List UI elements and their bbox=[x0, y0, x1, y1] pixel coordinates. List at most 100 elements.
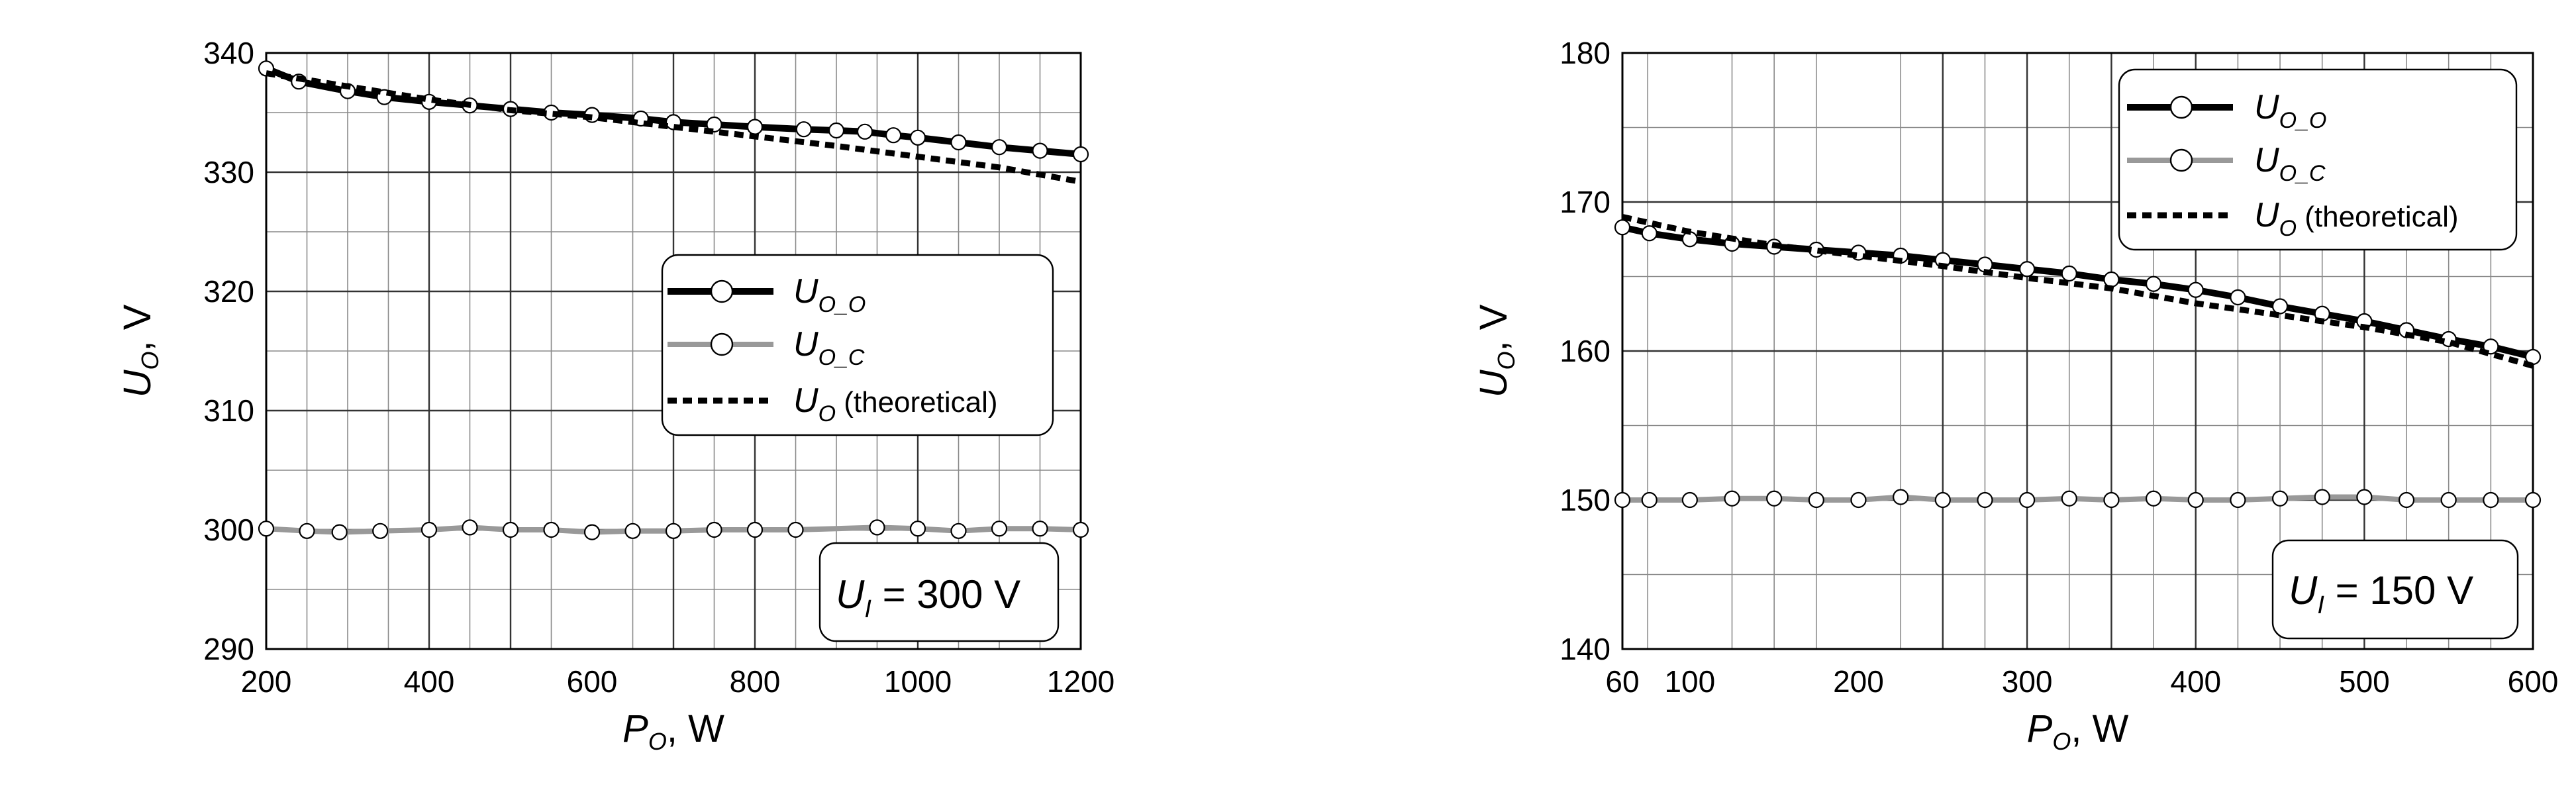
data-point-oo bbox=[828, 122, 845, 139]
data-point-oc bbox=[1893, 489, 1909, 505]
data-point-oc bbox=[746, 521, 764, 538]
x-tick-label: 1200 bbox=[1047, 664, 1115, 699]
legend-label-oo: UO_O bbox=[2254, 88, 2326, 133]
legend-box bbox=[661, 254, 1054, 436]
data-point-oc bbox=[2145, 490, 2162, 507]
y-tick-label: 330 bbox=[203, 155, 254, 189]
data-point-oc bbox=[2398, 491, 2415, 509]
data-point-oc bbox=[1766, 490, 1783, 507]
x-tick-label: 600 bbox=[567, 664, 618, 699]
plot-frame bbox=[265, 52, 1082, 650]
x-tick-label: 500 bbox=[2339, 664, 2390, 699]
data-point-oo bbox=[909, 129, 926, 146]
x-tick-label: 200 bbox=[241, 664, 292, 699]
data-point-oo bbox=[2019, 261, 2036, 277]
series-line-oc bbox=[1622, 494, 2533, 503]
x-tick-label: 1000 bbox=[884, 664, 952, 699]
data-point-oc bbox=[2019, 491, 2036, 509]
data-point-oo bbox=[950, 134, 967, 151]
annotation-box bbox=[2271, 539, 2519, 640]
data-point-oo bbox=[885, 127, 902, 144]
data-point-oo bbox=[706, 116, 722, 133]
legend-marker-oo bbox=[710, 279, 734, 303]
data-point-oc bbox=[991, 521, 1008, 537]
data-point-oo bbox=[1032, 142, 1048, 159]
data-point-oo bbox=[1614, 219, 1631, 236]
data-point-oo bbox=[1072, 146, 1089, 163]
annotation-box bbox=[818, 542, 1060, 642]
y-tick-label: 320 bbox=[203, 274, 254, 309]
data-point-oc bbox=[2440, 491, 2457, 509]
data-point-oc bbox=[421, 521, 438, 538]
legend-label-th: UO (theoretical) bbox=[2254, 196, 2459, 241]
legend-marker-oc bbox=[710, 332, 734, 356]
data-point-oc bbox=[624, 523, 641, 539]
y-tick-label: 340 bbox=[203, 36, 254, 70]
series-line-th bbox=[1622, 214, 2534, 369]
legend-label-oc: UO_C bbox=[2254, 141, 2326, 186]
data-point-oo bbox=[795, 121, 812, 138]
data-point-oc bbox=[2524, 491, 2542, 509]
x-tick-label: 200 bbox=[1833, 664, 1884, 699]
y-tick-label: 150 bbox=[1560, 483, 1610, 517]
data-point-oc bbox=[2103, 491, 2120, 509]
data-point-oc bbox=[583, 524, 601, 540]
x-tick-label: 400 bbox=[404, 664, 455, 699]
x-tick-label: 60 bbox=[1605, 664, 1639, 699]
data-point-oc bbox=[706, 521, 722, 538]
data-point-oc bbox=[543, 521, 560, 538]
legend-marker-oo bbox=[2169, 95, 2193, 119]
legend: UO_OUO_CUO (theoretical) bbox=[661, 254, 1054, 436]
data-point-oc bbox=[1934, 491, 1951, 509]
data-point-oc bbox=[2230, 491, 2246, 509]
data-point-oc bbox=[462, 519, 478, 536]
data-point-oc bbox=[1681, 491, 1698, 509]
legend-label-oo: UO_O bbox=[793, 272, 866, 317]
x-axis-label: PO, W bbox=[2027, 707, 2129, 755]
data-point-oc bbox=[869, 519, 885, 536]
data-point-oc bbox=[2061, 490, 2077, 507]
y-tick-label: 140 bbox=[1560, 632, 1610, 666]
annotation-text: UI = 300 V bbox=[836, 572, 1020, 623]
y-axis-label: UO, V bbox=[116, 304, 164, 397]
data-point-oo bbox=[2524, 348, 2542, 366]
series-oc bbox=[258, 519, 1089, 540]
data-point-oc bbox=[2483, 491, 2499, 509]
x-tick-label: 800 bbox=[730, 664, 781, 699]
x-axis-label: PO, W bbox=[622, 707, 724, 755]
data-point-oc bbox=[331, 524, 348, 540]
data-point-oc bbox=[950, 523, 967, 539]
series-th bbox=[266, 70, 1081, 185]
x-tick-label: 400 bbox=[2170, 664, 2221, 699]
data-point-oo bbox=[2187, 281, 2204, 298]
data-point-oc bbox=[1614, 491, 1631, 509]
data-point-oc bbox=[2271, 490, 2289, 507]
data-point-oo bbox=[856, 123, 873, 140]
legend-marker-oc bbox=[2169, 148, 2193, 172]
data-point-oc bbox=[372, 523, 389, 539]
legend-box bbox=[2118, 68, 2518, 251]
data-point-oc bbox=[1032, 521, 1048, 537]
data-point-oo bbox=[2230, 289, 2246, 306]
data-point-oo bbox=[2103, 271, 2120, 288]
data-point-oc bbox=[2356, 489, 2373, 505]
x-tick-label: 300 bbox=[2002, 664, 2053, 699]
data-point-oo bbox=[746, 119, 764, 135]
series-line-oo bbox=[265, 65, 1081, 158]
data-point-oc bbox=[258, 521, 275, 537]
data-point-oc bbox=[1072, 521, 1089, 538]
data-point-oc bbox=[665, 523, 682, 539]
input-voltage-annotation: UI = 150 V bbox=[2271, 539, 2519, 640]
data-point-oc bbox=[1977, 491, 1993, 509]
data-point-oc bbox=[502, 521, 519, 538]
data-point-oc bbox=[909, 521, 926, 537]
data-point-oc bbox=[1724, 490, 1740, 507]
y-tick-label: 160 bbox=[1560, 334, 1610, 368]
legend-label-oc: UO_C bbox=[793, 325, 865, 370]
data-point-oc bbox=[787, 521, 804, 538]
series-oc bbox=[1614, 489, 2542, 509]
series-th bbox=[1622, 214, 2534, 369]
